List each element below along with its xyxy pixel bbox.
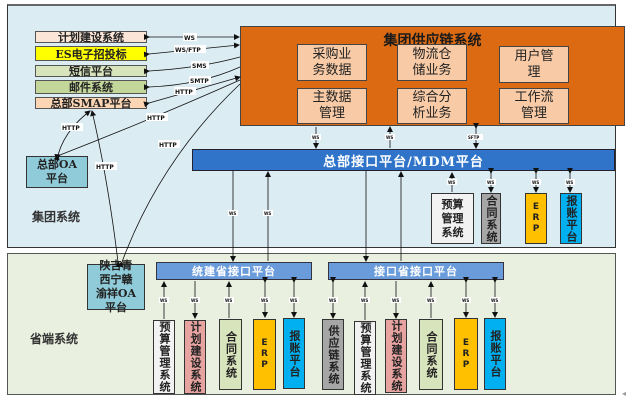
protocol-label: WS	[261, 298, 268, 303]
hq-oa-platform: 总部OA平台	[26, 156, 88, 188]
p2-erp-system: ERP	[454, 318, 478, 390]
external-sms-platform: 短信平台	[35, 65, 147, 78]
hq-reimbursement-platform: 报账平台	[560, 193, 582, 244]
protocol-label: WS	[229, 211, 236, 216]
http-label: HTTP	[96, 164, 114, 171]
protocol-label: WS	[290, 298, 297, 303]
external-plan-construction-system: 计划建设系统	[35, 31, 147, 44]
hq-erp-system: ERP	[525, 193, 547, 244]
protocol-label: WS	[491, 298, 498, 303]
link-provoa-smap	[90, 110, 122, 268]
external-mail-system: 邮件系统	[35, 80, 147, 94]
p2-contract-system: 合同系统	[419, 319, 443, 390]
protocol-label: WS	[312, 135, 319, 140]
hq-budget-management-system: 预算管理系统	[431, 193, 474, 244]
module-label: 工作流管理	[514, 90, 554, 121]
protocol-label: WS	[160, 298, 167, 303]
module-procurement-data: 采购业务数据	[297, 44, 367, 81]
group-supply-chain-system: 集团供应链系统 采购业务数据 物流仓储业务 用户管理 主数据管理 综合分析业务 …	[240, 26, 625, 126]
module-label: 综合分析业务	[412, 90, 452, 121]
protocol-label: SFTP	[468, 135, 479, 140]
p2-budget-management-system: 预算管理系统	[354, 321, 376, 395]
module-master-data: 主数据管理	[297, 88, 367, 124]
box-label: 预算管理系统	[441, 197, 464, 239]
protocol-label: WS	[264, 211, 271, 216]
protocol-label: WS	[329, 298, 336, 303]
p2-supply-chain-system: 供应链系统	[322, 319, 344, 390]
p1-plan-construction-system: 计划建设系统	[184, 320, 206, 394]
protocol-label: WS	[566, 180, 573, 185]
protocol-label: HTTP	[175, 89, 193, 96]
hq-interface-mdm-platform: 总部接口平台/MDM平台	[192, 149, 615, 171]
protocol-label: WS	[487, 180, 494, 185]
protocol-label: WS	[225, 298, 232, 303]
interfaced-province-interface-platform: 接口省接口平台	[328, 262, 504, 280]
external-hq-smap-platform: 总部SMAP平台	[35, 97, 147, 110]
protocol-label: WS/FTP	[175, 47, 201, 54]
protocol-label: WS	[361, 298, 368, 303]
http-label: HTTP	[147, 115, 165, 122]
province-system-label: 省端系统	[30, 332, 79, 346]
protocol-label: WS	[392, 298, 399, 303]
link-provoa-core	[117, 83, 241, 268]
protocol-label: SMTP	[190, 78, 209, 85]
link-oa-smap	[53, 110, 91, 161]
p1-budget-management-system: 预算管理系统	[153, 320, 175, 394]
protocol-label: WS	[191, 298, 198, 303]
p1-contract-system: 合同系统	[219, 319, 242, 390]
protocol-label: WS	[184, 35, 195, 42]
module-user-management: 用户管理	[499, 46, 569, 83]
http-label: HTTP	[159, 142, 177, 149]
external-es-bidding-system: ES电子招投标	[35, 46, 147, 61]
module-label: 物流仓储业务	[412, 46, 452, 78]
province-oa-platform: 陕吉青西宁赣渝祥OA平台	[87, 259, 145, 314]
protocol-label: SMS	[192, 63, 207, 70]
protocol-label: WS	[427, 298, 434, 303]
module-label: 用户管理	[514, 48, 554, 80]
protocol-label: WS	[462, 298, 469, 303]
group-system-label: 集团系统	[32, 210, 81, 224]
module-label: 采购业务数据	[312, 46, 352, 78]
p1-erp-system: ERP	[253, 319, 276, 390]
http-label: HTTP	[62, 125, 80, 132]
unified-province-interface-platform: 统建省接口平台	[156, 262, 312, 280]
module-logistics-warehouse: 物流仓储业务	[397, 44, 467, 81]
module-workflow-management: 工作流管理	[499, 88, 569, 124]
p2-plan-construction-system: 计划建设系统	[385, 319, 407, 393]
protocol-label: WS	[386, 135, 393, 140]
protocol-label: WS	[532, 180, 539, 185]
paragraph-mark: ◂	[621, 389, 626, 398]
p2-reimbursement-platform: 报账平台	[484, 318, 506, 390]
hq-contract-system: 合同系统	[481, 193, 501, 244]
protocol-label: WS	[448, 180, 455, 185]
module-analytics: 综合分析业务	[397, 88, 467, 124]
hq-oa-label: 总部OA平台	[36, 158, 78, 185]
module-label: 主数据管理	[312, 90, 352, 121]
p1-reimbursement-platform: 报账平台	[283, 318, 305, 389]
